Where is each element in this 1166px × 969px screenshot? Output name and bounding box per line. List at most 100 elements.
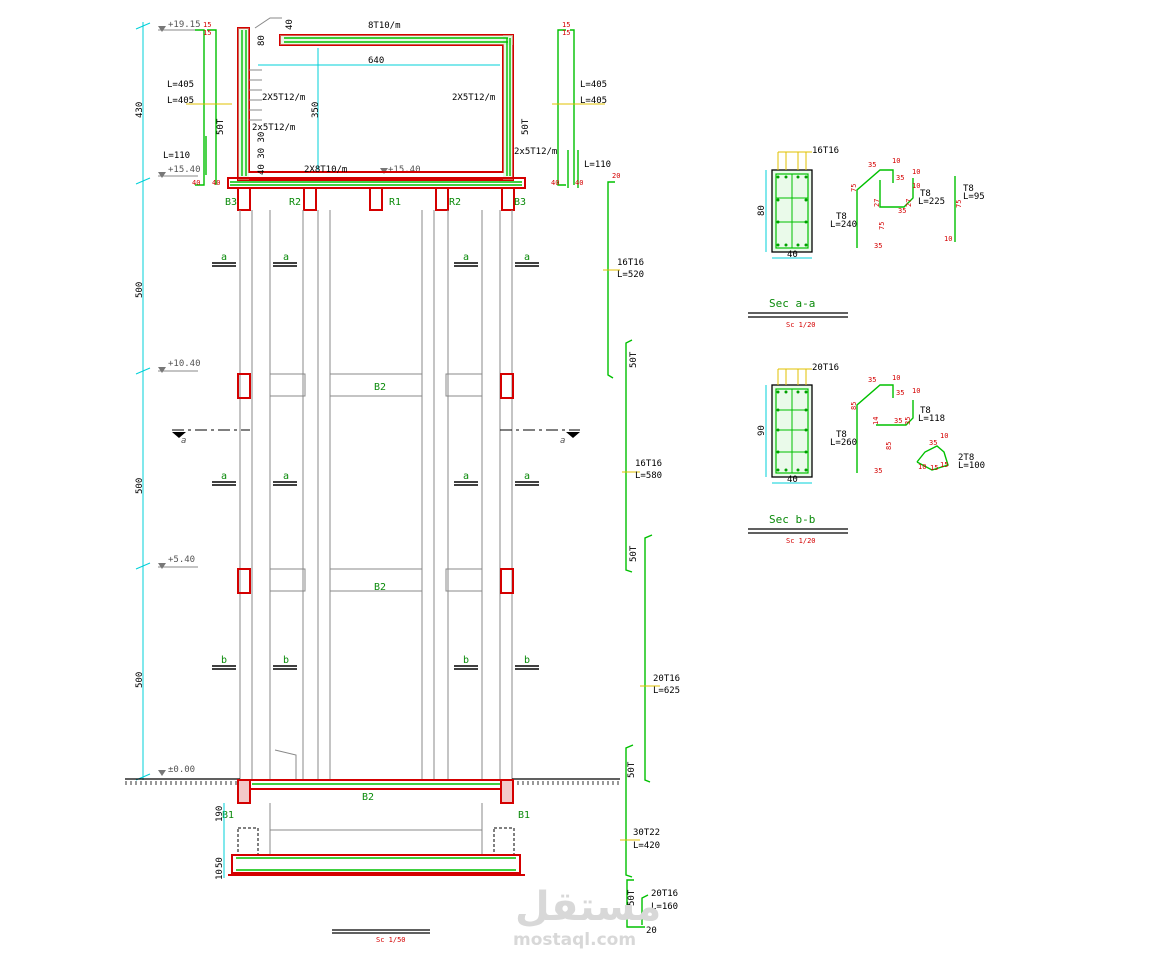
left-r40b: 40 (212, 179, 220, 187)
sec-a-tie2: T8 (920, 189, 931, 199)
tank-right-bars: 2X5T12/m (452, 93, 495, 103)
sec-b-n14: 14 (872, 417, 880, 425)
section-b-detail: 20T16 90 40 35 10 85 35 10 14 35 35 85 3… (748, 363, 985, 545)
beam-b2-middle: B2 (374, 582, 386, 593)
bar-n20-bottom: 20 (646, 926, 657, 936)
sec-b-n35a: 35 (868, 376, 876, 384)
sec-a-row2: a a a a (212, 471, 539, 486)
bar-20t16: 20T16 (653, 674, 680, 684)
sec-a-tie3: T8 (963, 184, 974, 194)
bar-50t-c: 50T (629, 545, 639, 562)
section-a-detail: 16T16 80 40 35 10 75 35 10 27 27 35 75 3… (748, 146, 985, 329)
watermark-latin: mostaql.com (513, 930, 636, 950)
left-r15a: 15 (203, 21, 211, 29)
beam-b1-right: B1 (518, 810, 530, 821)
mark-a5: a (221, 471, 227, 482)
mark-b2: b (283, 655, 289, 666)
bar-30t22: 30T22 (633, 828, 660, 838)
tank-left-bars2: 2x5T12/m (252, 123, 295, 133)
sec-b-tie1: T8 (836, 430, 847, 440)
sec-a-row1: a a a a (212, 252, 539, 267)
bar-16t16-mid: 16T16 (635, 459, 662, 469)
right-bar-schedule: 15 15 L=405 L=405 50T L=110 40 40 20 16T… (521, 21, 680, 936)
right-l405a: L=405 (580, 80, 607, 90)
sec-a-n27a: 27 (873, 199, 881, 207)
sec-a-tie3-l: L=95 (963, 192, 985, 202)
sec-b-tie1-l: L=260 (830, 438, 857, 448)
watermark: مستقل mostaql.com (513, 884, 661, 950)
left-dimension-chain: 430 500 500 500 (135, 22, 151, 781)
bar-30t22-l: L=420 (633, 841, 660, 851)
sec-a-n10d: 10 (944, 235, 952, 243)
sec-a-cut-line: a a (172, 429, 580, 446)
bar-16t16-upper-l: L=520 (617, 270, 644, 280)
bar-50t-b: 50T (629, 351, 639, 368)
mark-b4: b (524, 655, 530, 666)
sec-a-n35a: 35 (868, 161, 876, 169)
tank-dim-40: 40 (285, 19, 295, 30)
tank: 640 350 8T10/m 2X5T12/m 2X5T12/m 2x5T12/… (225, 17, 557, 211)
bar-20t16-base-l: L=160 (651, 902, 678, 912)
mark-a-left: a (181, 436, 186, 446)
left-l405a: L=405 (167, 80, 194, 90)
section-marks: a a a a a a a a a a b (172, 252, 580, 670)
sec-b-n10c: 10 (918, 463, 926, 471)
bar-20t16-l: L=625 (653, 686, 680, 696)
sec-b-n35f: 35 (929, 439, 937, 447)
tank-left-bars: 2X5T12/m (262, 93, 305, 103)
elev-5-40: +5.40 (168, 555, 195, 565)
elevation-markers: +19.15 +15.40 +15.40 +10.40 +5.40 ±0.00 (158, 20, 421, 776)
sec-a-main-bars: 16T16 (812, 146, 839, 156)
sec-a-tie2-l: L=225 (918, 197, 945, 207)
sec-a-n10a: 10 (892, 157, 900, 165)
tank-dim-80: 80 (257, 35, 267, 46)
sec-a-n10b: 10 (912, 168, 920, 176)
main-scale: Sc 1/50 (376, 936, 406, 944)
sec-a-n35c: 35 (898, 207, 906, 215)
tank-bottom-bars: 2X8T10/m (304, 165, 347, 175)
sec-b-height: 90 (757, 425, 767, 436)
mark-b1: b (221, 655, 227, 666)
left-50t: 50T (216, 118, 226, 135)
sec-b-n35d: 35 (904, 417, 912, 425)
bar-20t16-base: 20T16 (651, 889, 678, 899)
right-r40a: 40 (551, 179, 559, 187)
left-r15b: 15 (203, 29, 211, 37)
elev-19-15: +19.15 (168, 20, 201, 30)
sec-a-n35d: 35 (874, 242, 882, 250)
beam-b2-ground: B2 (362, 792, 374, 803)
sec-b-n35e: 35 (874, 467, 882, 475)
sec-a-n10c: 10 (912, 182, 920, 190)
mark-a3: a (463, 252, 469, 263)
beam-r2-left: R2 (289, 197, 301, 208)
sec-b-n85a: 85 (850, 402, 858, 410)
mark-a6: a (283, 471, 289, 482)
footing-dim-10: 10 (215, 869, 225, 880)
bar-16t16-upper: 16T16 (617, 258, 644, 268)
beam-b2-upper: B2 (374, 382, 386, 393)
sec-a-n75c: 75 (955, 200, 963, 208)
bar-16t16-mid-l: L=580 (635, 471, 662, 481)
sec-b-tie2: T8 (920, 406, 931, 416)
mark-a2: a (283, 252, 289, 263)
sec-b-n35b: 35 (896, 389, 904, 397)
sec-b-n10d: 10 (940, 432, 948, 440)
right-r15b: 15 (562, 29, 570, 37)
sec-b-main-bars: 20T16 (812, 363, 839, 373)
sec-b-tie3-l: L=100 (958, 461, 985, 471)
tank-right-bars2: 2x5T12/m (514, 147, 557, 157)
left-l405b: L=405 (167, 96, 194, 106)
beam-r1: R1 (389, 197, 401, 208)
right-l110: L=110 (584, 160, 611, 170)
watermark-arabic: مستقل (515, 884, 661, 930)
right-r40b: 40 (575, 179, 583, 187)
elev-15-40-left: +15.40 (168, 165, 201, 175)
tank-top-bars: 8T10/m (368, 21, 401, 31)
beam-b3-left: B3 (225, 197, 237, 208)
foundation: B2 B1 B1 190 10 50 Sc 1/50 (125, 778, 620, 944)
mark-a1: a (221, 252, 227, 263)
sec-a-title: Sec a-a (769, 297, 815, 310)
mark-b3: b (463, 655, 469, 666)
elev-10-40: +10.40 (168, 359, 201, 369)
